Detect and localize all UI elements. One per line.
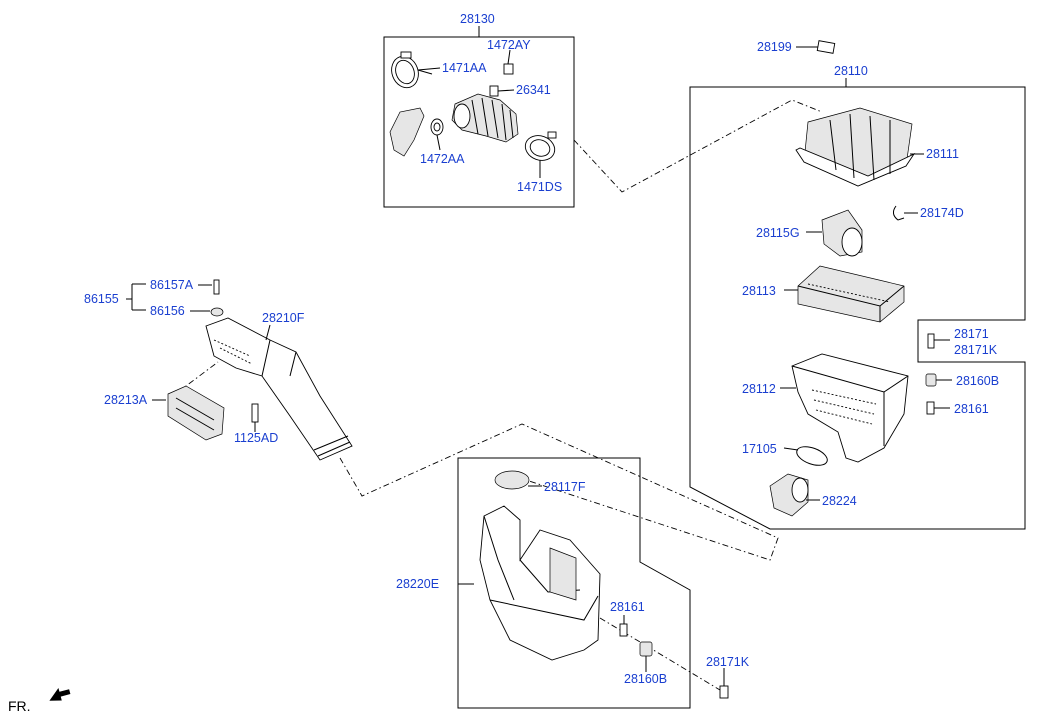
- label-17105[interactable]: 17105: [742, 442, 777, 456]
- label-26341[interactable]: 26341: [516, 83, 551, 97]
- label-28171K-a[interactable]: 28171K: [954, 343, 998, 357]
- label-28161-a[interactable]: 28161: [954, 402, 989, 416]
- label-28210F[interactable]: 28210F: [262, 311, 305, 325]
- part-28113: [797, 265, 905, 323]
- label-28213A[interactable]: 28213A: [104, 393, 148, 407]
- label-1471AA[interactable]: 1471AA: [442, 61, 487, 75]
- label-28117F[interactable]: 28117F: [544, 480, 586, 494]
- part-28161-b: [619, 623, 628, 637]
- label-28174D[interactable]: 28174D: [920, 206, 964, 220]
- part-28160B-a: [925, 373, 937, 387]
- label-28115G[interactable]: 28115G: [756, 226, 800, 240]
- dashline-28210F-to-28220E: [339, 423, 779, 561]
- part-26341: [489, 85, 499, 97]
- label-28111[interactable]: 28111: [926, 147, 959, 161]
- part-1125AD: [251, 403, 259, 423]
- front-arrow-icon: [49, 687, 71, 701]
- label-86155[interactable]: 86155: [84, 292, 119, 306]
- label-1472AA[interactable]: 1472AA: [420, 152, 465, 166]
- label-28113[interactable]: 28113: [742, 284, 776, 298]
- part-1472AA: [389, 107, 425, 157]
- dashline-28130-to-28110: [573, 99, 823, 193]
- label-28199[interactable]: 28199: [757, 40, 792, 54]
- part-28213A: [167, 385, 225, 441]
- part-1472AY: [503, 63, 514, 75]
- label-28110[interactable]: 28110: [834, 64, 868, 78]
- label-1471DS[interactable]: 1471DS: [517, 180, 563, 194]
- front-direction-label: FR.: [8, 698, 31, 714]
- part-17105: [796, 446, 828, 466]
- label-28171K-b[interactable]: 28171K: [706, 655, 750, 669]
- label-86157A[interactable]: 86157A: [150, 278, 194, 292]
- box-28110: [689, 86, 1026, 530]
- label-1472AY[interactable]: 1472AY: [487, 38, 531, 52]
- label-28224[interactable]: 28224: [822, 494, 857, 508]
- label-28171[interactable]: 28171: [954, 327, 989, 341]
- part-28117F: [494, 470, 530, 490]
- label-86156[interactable]: 86156: [150, 304, 185, 318]
- label-1125AD[interactable]: 1125AD: [234, 431, 279, 445]
- label-28220E[interactable]: 28220E: [396, 577, 440, 591]
- part-28161-a: [926, 401, 935, 415]
- dashline-28213A: [177, 361, 219, 393]
- part-28174D: [892, 205, 905, 221]
- part-28160B-b: [639, 641, 653, 657]
- part-86157A: [213, 279, 220, 295]
- part-28199: [816, 40, 836, 54]
- part-86156: [210, 307, 224, 317]
- part-28171K-b: [719, 685, 729, 699]
- label-28130[interactable]: 28130: [460, 12, 495, 26]
- box-28220E: [457, 457, 691, 709]
- label-28161-b[interactable]: 28161: [610, 600, 645, 614]
- part-28171: [927, 333, 935, 349]
- part-28210F: [205, 317, 353, 461]
- label-28160B-b[interactable]: 28160B: [624, 672, 668, 686]
- label-28160B-a[interactable]: 28160B: [956, 374, 1000, 388]
- label-28112[interactable]: 28112: [742, 382, 776, 396]
